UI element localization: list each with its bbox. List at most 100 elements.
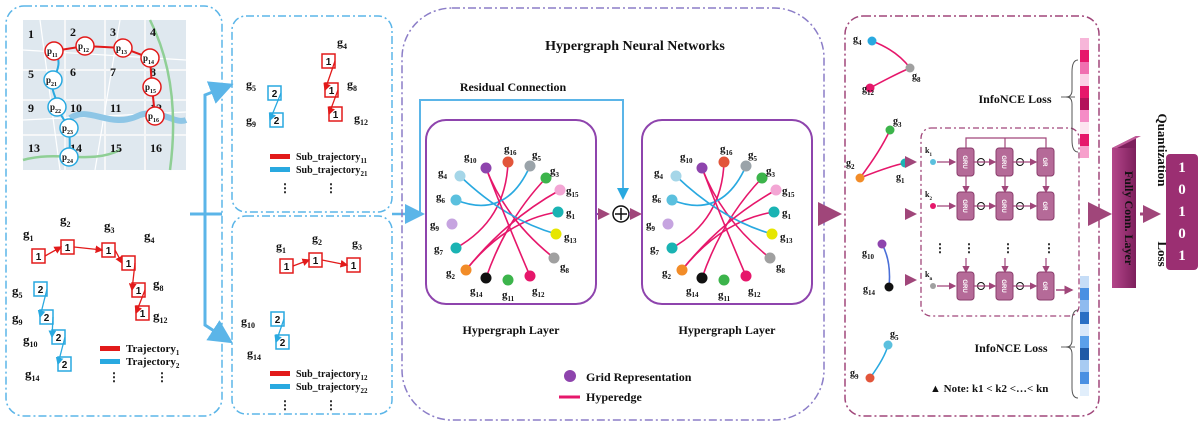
grid-node-label: g9 <box>430 219 440 233</box>
trajectory-transition-arrow <box>55 336 66 366</box>
infonce-bar-cell <box>1080 146 1089 158</box>
grid-node <box>554 184 566 196</box>
infonce-bar-cell <box>1080 50 1089 62</box>
grid-node-label: g14 <box>470 285 483 299</box>
subtraj-grid-label: g1 <box>276 239 286 255</box>
subgraph-node <box>885 125 895 135</box>
trajectory-cell-value: 1 <box>329 86 335 97</box>
gru-cell-label: GRU <box>961 279 967 292</box>
layer-1-label: Hypergraph Layer <box>463 323 561 337</box>
infonce-bar-cell <box>1080 110 1089 122</box>
panel-trajectories <box>5 5 223 417</box>
map-cell-number: 10 <box>70 101 82 115</box>
trajectory-transition-arrow <box>134 289 146 315</box>
infonce-bar-cell <box>1080 348 1089 360</box>
legend-swatch <box>270 167 290 172</box>
blue-point-marker <box>59 147 79 167</box>
grid-node <box>480 272 492 284</box>
hyperedge-line <box>681 211 775 271</box>
grid-node-label: g11 <box>718 289 731 303</box>
gru-cell-label: GR <box>1041 158 1047 168</box>
grid-node-label: g2 <box>446 267 456 281</box>
trajectory-transition-arrow <box>274 318 285 344</box>
gru-cell-label: GRU <box>961 155 967 168</box>
hyperedge-line <box>465 211 559 271</box>
grid-node-label: g12 <box>532 285 545 299</box>
k-label: k1 <box>925 146 932 158</box>
grid-node <box>770 184 782 196</box>
trajectory2-grid-label: g5 <box>12 283 23 300</box>
grid-node <box>764 252 776 264</box>
residual-label: Residual Connection <box>460 80 567 94</box>
hyperedge-line <box>455 161 509 249</box>
subtraj-legend-label: Sub_trajectory12 <box>296 369 368 382</box>
infonce-bar-cell <box>1080 62 1089 74</box>
blue-point-marker <box>59 118 79 138</box>
subgraph-label: g5 <box>890 329 899 342</box>
legend-swatch <box>270 384 290 389</box>
gru-cell-label: GRU <box>1000 199 1006 212</box>
grid-node <box>524 270 536 282</box>
trajectory-cell-value: 1 <box>333 110 339 121</box>
infonce-bar-cell <box>1080 360 1089 372</box>
grid-node <box>450 242 462 254</box>
grid-node-label: g5 <box>532 149 542 163</box>
grid-node-label: g4 <box>438 167 448 181</box>
trajectory-transition-arrow <box>327 89 339 116</box>
subgraph-edge <box>869 344 889 379</box>
trajectory-transition-arrow <box>292 258 311 267</box>
grid-node-label: g7 <box>650 243 660 257</box>
subgraph-edge <box>881 243 891 288</box>
grid-node <box>454 170 466 182</box>
trajectory-transition-arrow <box>114 249 123 265</box>
blue-point-label: p21 <box>46 75 57 88</box>
subgraph-node <box>884 282 894 292</box>
trajectory-cell-value: 2 <box>272 89 278 100</box>
trajectory-cell-value: 2 <box>274 116 280 127</box>
subtraj-legend-label: Sub_trajectory22 <box>296 382 368 395</box>
trajectory-cell-value: 1 <box>326 57 332 68</box>
legend-label: Trajectory1 <box>126 343 180 357</box>
legend-label: Trajectory2 <box>126 356 180 370</box>
trajectory2-grid-label: g9 <box>12 310 23 327</box>
grid-node-label: g11 <box>502 289 515 303</box>
trajectory-transition-arrow <box>73 245 104 254</box>
panel-subtrajectories-top <box>231 15 393 213</box>
infonce-bar-cell <box>1080 300 1089 312</box>
legend-swatch <box>100 359 120 364</box>
hyperedge-line <box>465 189 561 271</box>
grid-node <box>446 218 458 230</box>
subgraph-node <box>877 239 887 249</box>
ellipsis: ⋮ <box>325 181 337 195</box>
hash-bit: 1 <box>1178 248 1186 264</box>
ellipsis: ⋮ <box>934 241 946 255</box>
red-point-label: p11 <box>47 46 58 59</box>
hash-bit: 0 <box>1178 182 1186 198</box>
subtraj-grid-label: g9 <box>246 113 256 129</box>
grid-node <box>502 274 514 286</box>
grid-node <box>676 264 688 276</box>
red-point-label: p12 <box>78 41 89 54</box>
trajectory1-grid-label: g4 <box>144 228 155 245</box>
map-cell-number: 9 <box>28 101 34 115</box>
hypergraph-layer-1 <box>425 119 597 305</box>
grid-node-label: g5 <box>748 149 758 163</box>
grid-node <box>552 206 564 218</box>
subgraph-label: g12 <box>862 84 875 97</box>
ellipsis: ⋮ <box>279 181 291 195</box>
grid-node <box>550 228 562 240</box>
trajectory2-grid-label: g10 <box>23 332 38 349</box>
grid-node <box>718 274 730 286</box>
grid-node <box>740 160 752 172</box>
trajectory-cell-value: 2 <box>44 313 50 324</box>
gru-cell-label: GR <box>1041 202 1047 212</box>
infonce-bar-cell <box>1080 38 1089 50</box>
grid-node-label: g10 <box>464 151 477 165</box>
red-point-label: p13 <box>116 43 127 56</box>
gru-cell-label: GRU <box>1000 279 1006 292</box>
subgraph-label: g10 <box>862 248 875 261</box>
grid-node <box>768 206 780 218</box>
